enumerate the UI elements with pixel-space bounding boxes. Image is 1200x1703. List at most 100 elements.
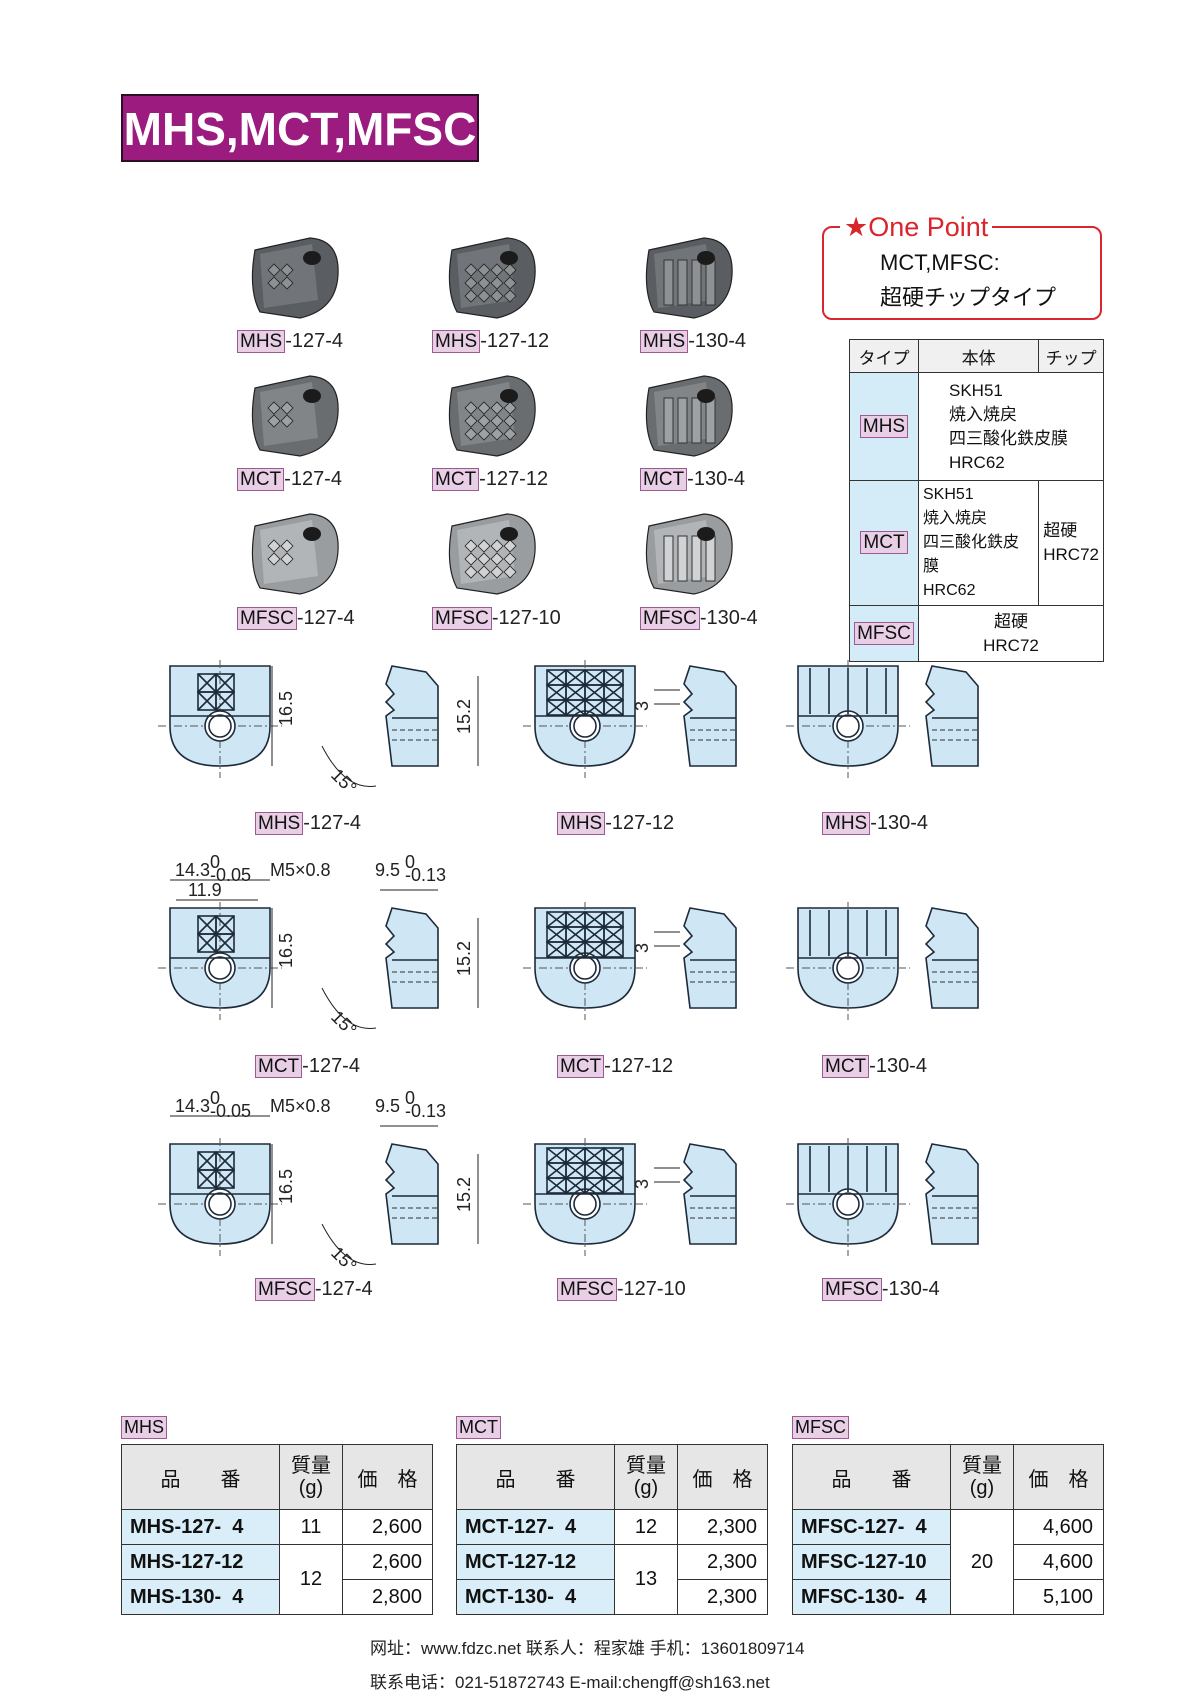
thread-hole-inner <box>208 1192 232 1216</box>
photo-label: MHS-127-4 <box>237 330 343 353</box>
tooth-cross <box>603 1177 624 1194</box>
side-outline <box>682 1143 737 1245</box>
tooth-cross <box>603 911 624 928</box>
front-view <box>523 1138 647 1256</box>
series-badge: MCT <box>255 1055 303 1078</box>
model-suffix: -127-4 <box>302 1055 360 1077</box>
series-badge: MHS <box>557 812 606 835</box>
thread-hole-inner <box>836 714 860 738</box>
tooth-cell <box>603 1177 624 1194</box>
tooth-cross <box>546 1177 567 1194</box>
front-view <box>158 1138 282 1256</box>
table-tag: MFSC <box>792 1416 849 1439</box>
angle-dim-text: 15° <box>327 1007 360 1040</box>
mhs-body-line: HRC62 <box>949 452 1005 472</box>
tooth-cross <box>584 1177 605 1194</box>
thread-hole-inner <box>836 956 860 980</box>
product-photo <box>634 368 744 463</box>
mct-body-line: 四三酸化鉄皮膜 <box>923 534 1020 575</box>
tooth-cross <box>603 684 624 701</box>
tooth-cell <box>603 941 624 958</box>
front-view <box>158 660 282 778</box>
tooth-cross <box>584 911 605 928</box>
tooth-cell <box>215 933 235 953</box>
price-cell: 2,800 <box>342 1579 433 1615</box>
mct-body-line: HRC62 <box>923 582 976 599</box>
mass-cell: 11 <box>279 1509 343 1545</box>
series-badge: MCT <box>557 1055 605 1078</box>
model-suffix: -127-10 <box>491 607 561 629</box>
model-suffix: -127-12 <box>605 812 675 834</box>
drawing-label: MHS-130-4 <box>822 812 928 835</box>
drawing-label: MFSC-127-10 <box>557 1278 686 1301</box>
drawing-label: MCT-130-4 <box>822 1055 927 1078</box>
series-badge: MCT <box>640 468 688 491</box>
tooth-cross <box>603 926 624 943</box>
height-dim-text: 16.5 <box>276 1169 296 1204</box>
product-photo <box>240 230 350 325</box>
tooth-cross <box>215 933 235 953</box>
header-tip: チップ <box>1038 339 1104 373</box>
model-suffix: -127-10 <box>616 1278 686 1300</box>
series-badge: MFSC <box>557 1278 617 1301</box>
product-photo <box>634 230 744 325</box>
mass-cell: 12 <box>614 1509 678 1545</box>
tooth-cross <box>584 941 605 958</box>
part-no-cell: MCT-127- 4 <box>456 1509 615 1545</box>
side-view <box>682 1143 737 1245</box>
angle-dim-text: 15° <box>327 765 360 798</box>
price-cell: 5,100 <box>1013 1579 1104 1615</box>
side-outline <box>384 907 439 1009</box>
tooth-cross <box>584 684 605 701</box>
tooth-cross <box>197 933 217 953</box>
tooth-cross <box>565 1177 586 1194</box>
tooth-cross <box>565 1162 586 1179</box>
footer-contact-line2: 联系电话：021-51872743 E-mail:chengff@sh163.n… <box>370 1673 770 1692</box>
pitch-dim-text: 3 <box>632 943 652 953</box>
type-badge: MCT <box>860 531 908 554</box>
product-photo <box>437 506 547 601</box>
angle-arc <box>321 745 377 787</box>
side-view <box>924 665 979 767</box>
side-height-dim-text: 15.2 <box>454 699 474 734</box>
series-badge: MFSC <box>432 607 492 630</box>
part-no-cell: MFSC-127- 4 <box>792 1509 951 1545</box>
price-cell: 2,600 <box>342 1544 433 1580</box>
tooth-cell <box>215 691 235 711</box>
tooth-cross <box>197 691 217 711</box>
product-photo <box>437 230 547 325</box>
model-suffix: -130-4 <box>688 330 747 352</box>
part-no-cell: MHS-127-12 <box>121 1544 280 1580</box>
thread-dim-text: M5×0.8 <box>270 860 331 880</box>
tooth-cross <box>565 684 586 701</box>
width-tol-upper: 0 <box>210 1088 220 1108</box>
tooth-cross <box>603 669 624 686</box>
one-point-line1: MCT,MFSC: <box>880 250 1000 275</box>
front-view <box>523 660 647 778</box>
side-outline <box>682 665 737 767</box>
front-view <box>786 1138 910 1256</box>
tooth-cross <box>603 941 624 958</box>
model-suffix: -130-4 <box>869 1055 927 1077</box>
drawing-label: MHS-127-12 <box>557 812 674 835</box>
one-point-line2: 超硬チップタイプ <box>880 285 1057 310</box>
part-no-cell: MHS-130- 4 <box>121 1579 280 1615</box>
tooth-cross <box>565 1147 586 1164</box>
type-cell: MFSC <box>849 605 919 662</box>
header-mass: 質量 (g) <box>279 1444 343 1510</box>
thread-hole-inner <box>208 714 232 738</box>
model-suffix: -130-4 <box>699 607 758 629</box>
width-tol-lower: -0.05 <box>210 1101 251 1121</box>
photo-label: MFSC-127-4 <box>237 607 355 630</box>
height-dim-text: 16.5 <box>276 691 296 726</box>
width-tol-upper: 0 <box>210 852 220 872</box>
type-badge: MHS <box>859 414 909 438</box>
mhs-body-line: 四三酸化鉄皮膜 <box>949 428 1068 448</box>
angle-arc <box>321 1223 377 1265</box>
